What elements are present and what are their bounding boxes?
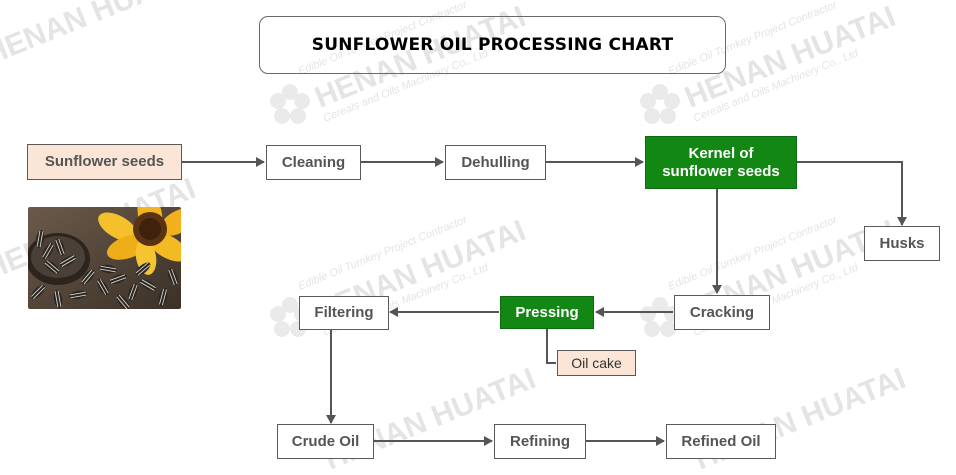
- node-oil-cake: Oil cake: [557, 350, 636, 376]
- node-sunflower-seeds: Sunflower seeds: [27, 144, 182, 180]
- connector-pressing-to-oilcake: [546, 329, 556, 364]
- arrow-kernel-to-husks: [797, 161, 907, 226]
- sunflower-seeds-photo: [28, 207, 181, 309]
- node-husks: Husks: [864, 226, 940, 261]
- node-kernel: Kernel of sunflower seeds: [645, 136, 797, 189]
- node-refining: Refining: [494, 424, 586, 459]
- node-filtering: Filtering: [299, 296, 389, 330]
- node-pressing: Pressing: [500, 296, 594, 329]
- chart-title: SUNFLOWER OIL PROCESSING CHART: [259, 16, 726, 74]
- node-cleaning: Cleaning: [266, 145, 361, 180]
- node-dehulling: Dehulling: [445, 145, 546, 180]
- node-refined-oil: Refined Oil: [666, 424, 776, 459]
- node-cracking: Cracking: [674, 295, 770, 330]
- node-crude-oil: Crude Oil: [277, 424, 374, 459]
